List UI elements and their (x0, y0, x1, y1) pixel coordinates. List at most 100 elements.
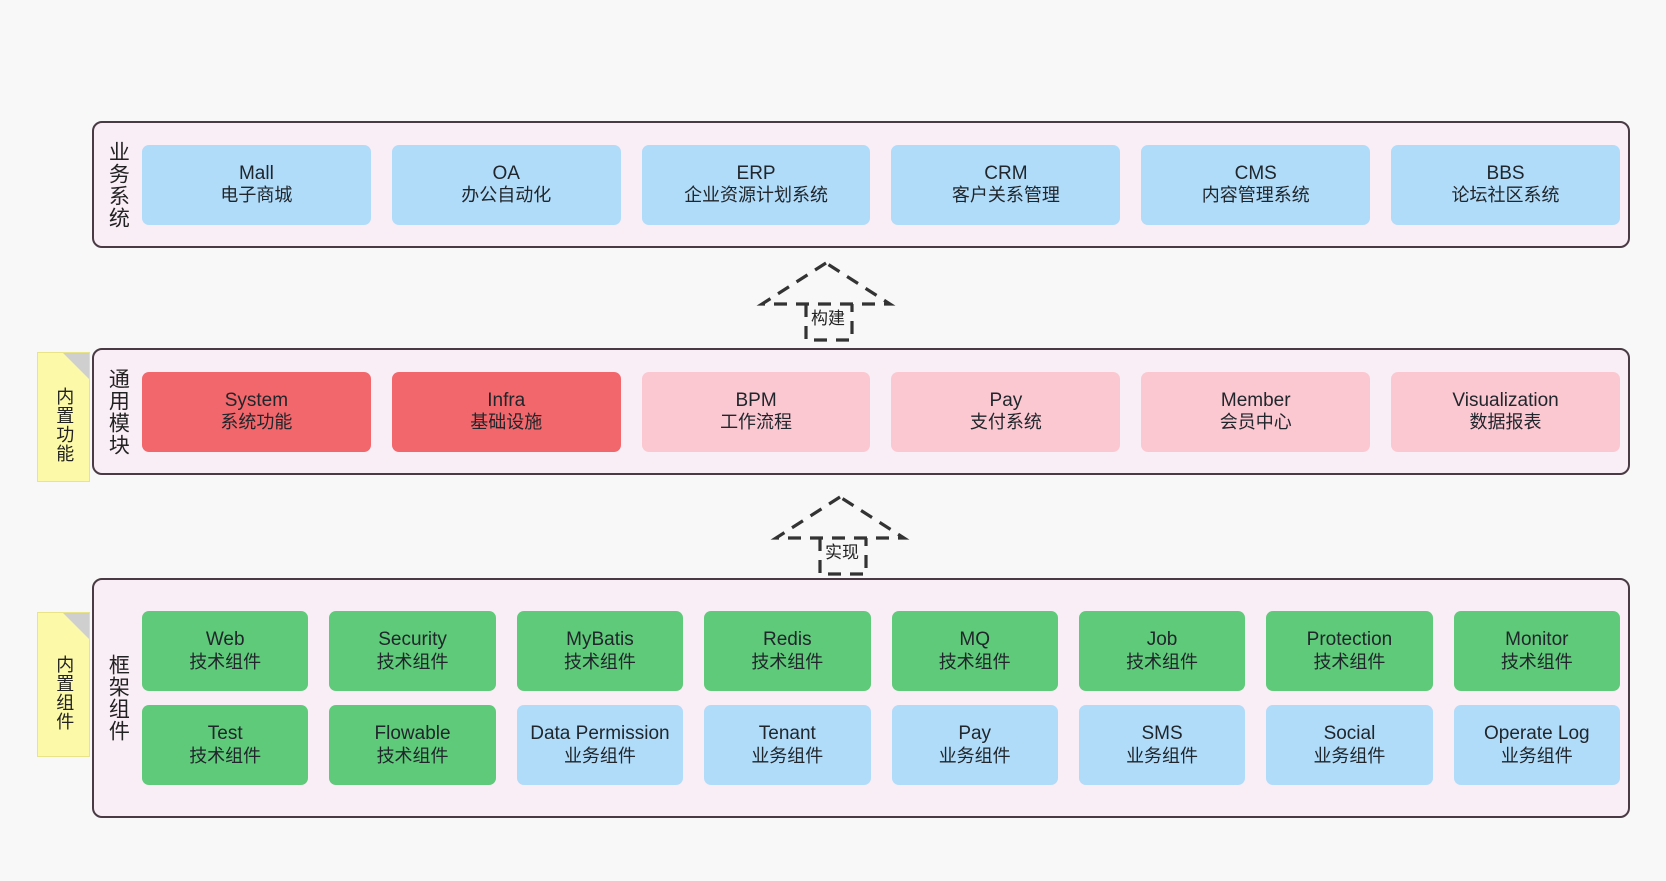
box-subtitle: 技术组件 (189, 651, 262, 672)
note-fold-corner-icon (63, 613, 89, 639)
box-subtitle: 系统功能 (220, 412, 293, 433)
box-title: ERP (736, 162, 776, 184)
box-subtitle: 基础设施 (470, 412, 543, 433)
box-title: BBS (1486, 162, 1525, 184)
connector-implement: 实现 (770, 492, 920, 578)
box-title: Visualization (1452, 389, 1559, 411)
box-subtitle: 技术组件 (563, 651, 636, 672)
box-title: Flowable (374, 723, 451, 745)
box-subtitle: 客户关系管理 (951, 185, 1060, 206)
box-title: Infra (487, 389, 526, 411)
box-subtitle: 技术组件 (1126, 651, 1199, 672)
box-title: Data Permission (530, 723, 670, 745)
box-subtitle: 业务组件 (1313, 745, 1386, 766)
connector-build-label: 构建 (811, 309, 845, 328)
box-title: Mall (238, 162, 274, 184)
box-title: Operate Log (1483, 723, 1590, 745)
layer-framework-components-title: 框架组件 (106, 654, 130, 742)
box-title: Monitor (1505, 629, 1569, 651)
box-title: Member (1220, 389, 1291, 411)
note-builtin-features: 内置功能 (37, 352, 90, 482)
box-subtitle: 企业资源计划系统 (684, 185, 829, 206)
box-title: Pay (958, 723, 992, 745)
layer-business-systems-title: 业务系统 (106, 140, 130, 229)
box-title: Protection (1306, 629, 1393, 651)
box-subtitle: 电子商城 (220, 185, 293, 206)
connector-build-shape (756, 261, 896, 342)
box-subtitle: 技术组件 (751, 651, 824, 672)
note-builtin-components-label: 内置组件 (54, 654, 75, 731)
connector-implement-shape (770, 495, 910, 576)
box-title: OA (492, 162, 520, 184)
box-title: Pay (989, 389, 1023, 411)
box-subtitle: 业务组件 (751, 745, 824, 766)
box-title: CMS (1234, 162, 1277, 184)
box-subtitle: 数据报表 (1469, 412, 1542, 433)
connector-build: 构建 (756, 258, 906, 344)
box-title: MQ (959, 629, 990, 651)
box-title: Social (1323, 723, 1376, 745)
layer-common-modules-title: 通用模块 (106, 367, 130, 456)
box-subtitle: 业务组件 (1500, 745, 1573, 766)
box-subtitle: 办公自动化 (461, 185, 552, 206)
connector-implement-label: 实现 (825, 543, 859, 562)
box-title: Redis (763, 629, 812, 651)
box-title: Job (1146, 629, 1178, 651)
box-subtitle: 业务组件 (1126, 745, 1199, 766)
box-subtitle: 内容管理系统 (1201, 185, 1310, 206)
note-builtin-components: 内置组件 (37, 612, 90, 757)
box-title: System (224, 389, 289, 411)
box-subtitle: 技术组件 (376, 651, 449, 672)
box-title: Web (205, 629, 245, 651)
box-subtitle: 业务组件 (938, 745, 1011, 766)
box-title: MyBatis (566, 629, 634, 651)
box-subtitle: 技术组件 (938, 651, 1011, 672)
box-subtitle: 业务组件 (563, 745, 636, 766)
box-title: Test (207, 723, 243, 745)
box-title: Tenant (758, 723, 816, 745)
box-title: CRM (984, 162, 1028, 184)
note-fold-corner-icon (63, 353, 89, 379)
box-title: Security (378, 629, 447, 651)
note-builtin-features-label: 内置功能 (54, 387, 75, 463)
box-subtitle: 论坛社区系统 (1451, 185, 1560, 206)
